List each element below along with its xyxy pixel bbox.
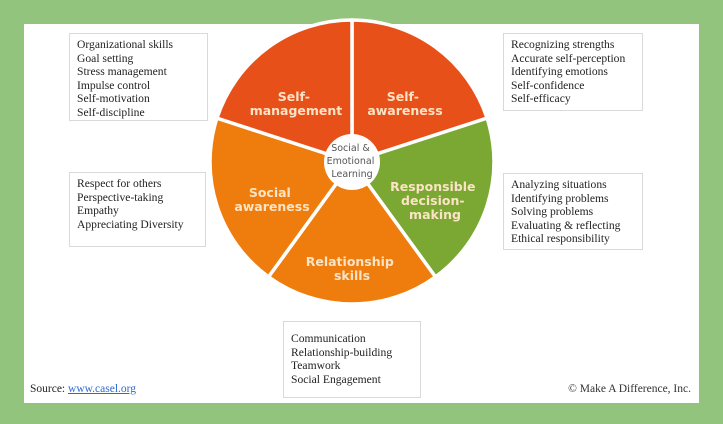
skill-item: Self-confidence [511,78,585,92]
center-label-line: Learning [331,169,372,180]
label-line: Relationship [306,254,394,269]
skill-item: Recognizing strengths [511,38,615,51]
source-link[interactable]: www.casel.org [68,383,137,395]
label-line: awareness [234,199,309,214]
wheel-center-circle [324,134,380,190]
wheel-segment-relationship-skills [266,160,438,306]
skill-item: Evaluating & reflecting [511,218,621,232]
skill-item: Communication [291,332,366,345]
label-line: skills [334,268,370,283]
skill-item: Analyzing situations [511,178,607,191]
label-line: making [409,207,461,222]
skill-item: Self-discipline [77,105,145,119]
label-line: Self- [387,89,419,104]
label-line: Social [249,185,291,200]
wheel-center-label: Social & Emotional Learning [327,143,378,180]
skill-item: Accurate self-perception [511,51,626,65]
wheel-segment-self-awareness [350,18,489,164]
skill-item: Appreciating Diversity [77,217,184,231]
wheel-segment-responsible-decision-making [350,116,496,279]
skill-item: Solving problems [511,205,594,219]
wheel-segment-social-awareness [208,116,354,279]
source-label: Source: [30,383,66,395]
skill-item: Identifying problems [511,191,609,205]
skill-item: Impulse control [77,78,151,92]
skill-item: Organizational skills [77,38,174,51]
skill-item: Self-motivation [77,92,150,106]
skill-item: Relationship-building [291,345,393,359]
skill-item: Identifying emotions [511,65,608,79]
skill-item: Teamwork [291,359,341,373]
skill-item: Social Engagement [291,372,381,386]
label-line: Self- [278,89,310,104]
center-label-line: Emotional [327,156,375,167]
skill-item: Empathy [77,204,119,218]
skill-item: Respect for others [77,177,162,190]
wheel-segment-self-management [215,18,354,164]
segment-label-responsible-decision-making: Responsible decision- making [390,179,480,222]
segment-label-relationship-skills: Relationship skills [306,254,399,283]
skill-item: Self-efficacy [511,92,571,106]
segment-label-social-awareness: Social awareness [234,185,309,214]
label-line: decision- [401,193,465,208]
skill-item: Stress management [77,65,167,79]
segment-label-self-awareness: Self- awareness [367,89,442,118]
segment-label-self-management: Self- management [250,89,343,118]
label-line: management [250,103,343,118]
source-credit: Source: www.casel.org [30,383,136,395]
copyright-notice: © Make A Difference, Inc. [568,383,691,395]
center-label-line: Social & [331,143,370,154]
skill-item: Perspective-taking [77,190,164,204]
skill-item: Ethical responsibility [511,232,610,246]
label-line: Responsible [390,179,475,194]
label-line: awareness [367,103,442,118]
skill-item: Goal setting [77,51,134,65]
